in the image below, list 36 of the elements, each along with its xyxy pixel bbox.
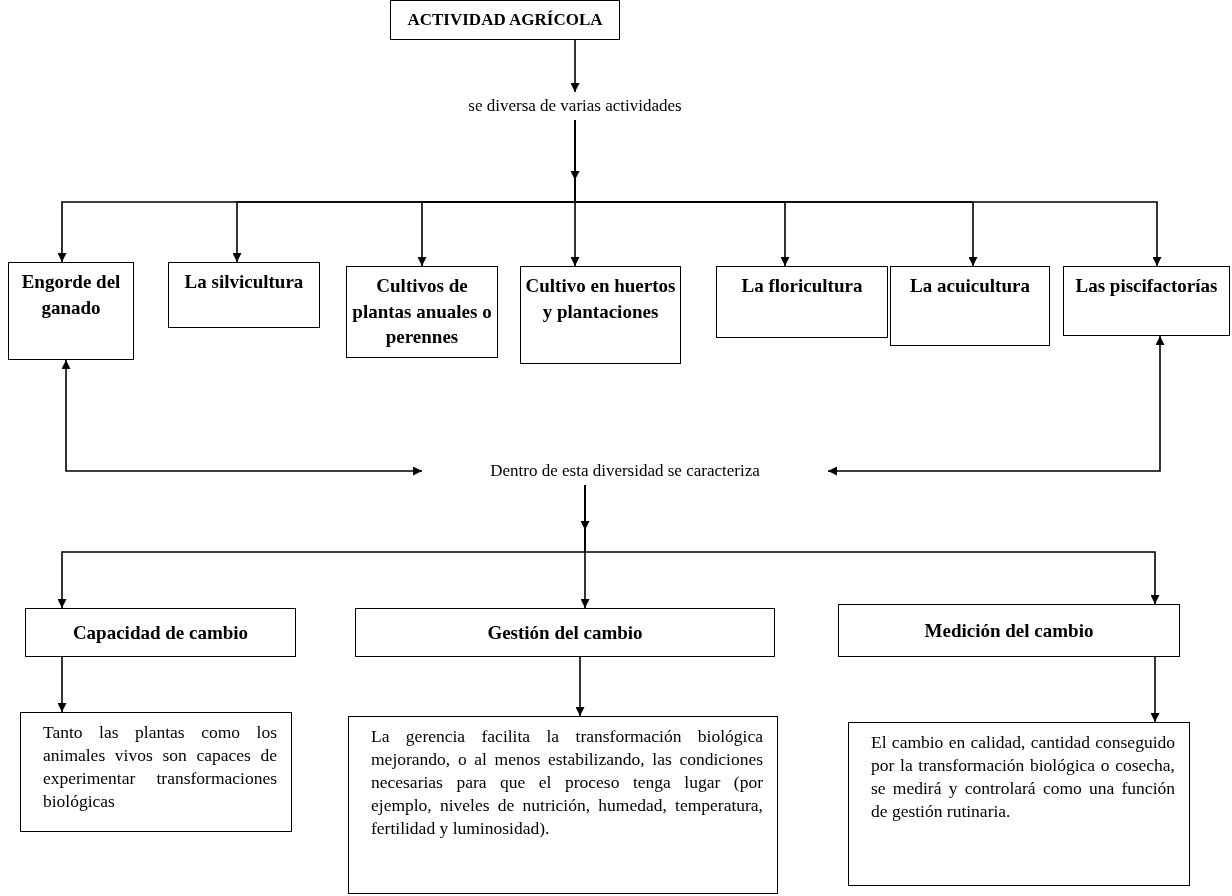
description-text: La gerencia facilita la transformación biológica mejorando, o al menos estabilizando, las condiciones necesarias para que el proceso tenga lugar (por ejemplo, niveles de nutrición, humedad, temperatura, fertilidad y luminosidad). <box>371 725 763 841</box>
description-text: El cambio en calidad, cantidad conseguido por la transformación biológica o cosecha, se medirá y controlará como una función de gestión rutinaria. <box>871 731 1175 824</box>
concept-box <box>1063 266 1230 336</box>
box-label: La silvicultura <box>183 270 305 294</box>
text-box <box>20 712 292 832</box>
box-label: Cultivos de plantas anuales o perennes <box>351 274 493 350</box>
box-label: La acuicultura <box>909 274 1031 298</box>
box-label: La floricultura <box>740 274 864 298</box>
box-label: Cultivo en huertos y plantaciones <box>525 274 676 324</box>
concept-box <box>838 604 1180 657</box>
arrow <box>61 359 423 476</box>
concept-box <box>890 266 1050 346</box>
box-label: Capacidad de cambio <box>71 621 250 644</box>
concept-box <box>168 262 320 328</box>
concept-box <box>25 608 296 657</box>
arrow <box>827 335 1165 476</box>
text-box <box>848 722 1190 886</box>
concept-box <box>355 608 775 657</box>
box-label: Gestión del cambio <box>486 621 644 644</box>
arrow <box>570 39 580 93</box>
text-box <box>348 716 778 894</box>
connector-text: Dentro de esta diversidad se caracteriza <box>489 461 761 481</box>
arrow <box>57 656 67 713</box>
box-label: Medición del cambio <box>923 619 1095 642</box>
concept-box <box>346 266 498 358</box>
arrow <box>1150 656 1160 723</box>
description-text: Tanto las plantas como los animales vivos son capaces de experimentar transformaciones biológicas <box>43 721 277 814</box>
box-label: Engorde del ganado <box>20 270 122 320</box>
box-label: ACTIVIDAD AGRÍCOLA <box>406 10 604 30</box>
concept-box <box>390 0 620 40</box>
connector-text: se diversa de varias actividades <box>467 96 683 116</box>
arrow <box>575 656 585 717</box>
concept-box <box>8 262 134 360</box>
box-label: Las piscifactorías <box>1074 274 1219 298</box>
concept-box <box>520 266 681 364</box>
concept-box <box>716 266 888 338</box>
